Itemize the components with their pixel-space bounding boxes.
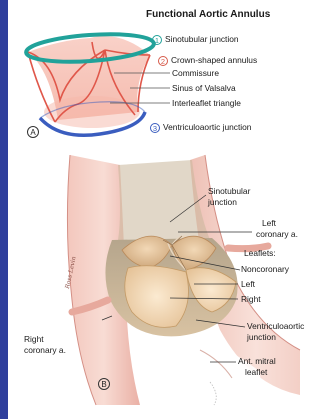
- number-badge-3: 3: [150, 123, 160, 133]
- label-mitral-line2: leaflet: [245, 367, 267, 377]
- diagram-title: Functional Aortic Annulus: [146, 9, 270, 20]
- panel-letter-a: A: [27, 126, 39, 138]
- label-left-leaflet: Left: [241, 279, 255, 289]
- annulus-diagram: [25, 31, 170, 136]
- annulus-base-fill: [44, 96, 140, 128]
- panel-letter-b: B: [98, 378, 110, 390]
- label-noncoronary: Noncoronary: [241, 264, 289, 274]
- label-left-coronary-line1: Left: [262, 218, 276, 228]
- label-interleaflet-triangle: Interleaflet triangle: [172, 98, 241, 108]
- label-text: Crown-shaped annulus: [171, 55, 257, 65]
- label-right-coronary-line1: Right: [24, 334, 44, 344]
- label-vaj-line2: junction: [247, 332, 276, 342]
- label-sinus-of-valsalva: Sinus of Valsalva: [172, 83, 236, 93]
- label-text: Sinotubular junction: [165, 34, 239, 44]
- label-leaflets: Leaflets:: [244, 248, 276, 258]
- label-commissure: Commissure: [172, 68, 219, 78]
- number-badge-1: 1: [152, 35, 162, 45]
- label-left-coronary-line2: coronary a.: [256, 229, 298, 239]
- label-right-coronary-line2: coronary a.: [24, 345, 66, 355]
- label-vaj-line1: Ventriculoaortic: [247, 321, 304, 331]
- label-right-leaflet: Right: [241, 294, 261, 304]
- label-sinotubular-line2: junction: [208, 197, 237, 207]
- number-badge-2: 2: [158, 56, 168, 66]
- label-text: Ventriculoaortic junction: [163, 122, 251, 132]
- label-sinotubular-line1: Sinotubular: [208, 186, 250, 196]
- label-mitral-line1: Ant. mitral: [238, 356, 276, 366]
